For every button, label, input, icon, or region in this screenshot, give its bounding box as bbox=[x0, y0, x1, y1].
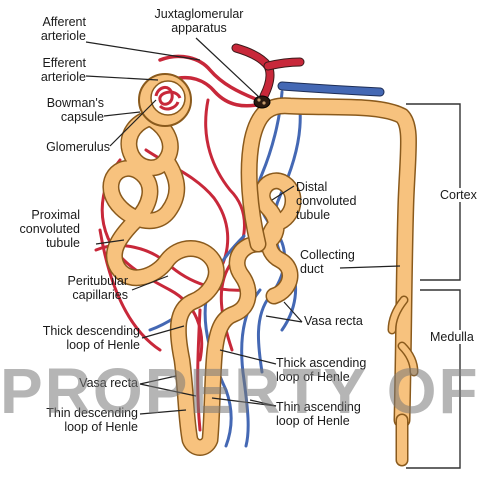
efferent-arteriole-text: Efferent arteriole bbox=[41, 56, 86, 84]
thick-descending-loop-text: Thick descending loop of Henle bbox=[43, 324, 140, 352]
label-medulla: Medulla bbox=[430, 330, 481, 344]
label-thick-descending-loop: Thick descending loop of Henle bbox=[0, 324, 140, 352]
label-peritubular-capillaries: Peritubular capillaries bbox=[0, 274, 128, 302]
label-distal-convoluted-tubule: Distal convoluted tubule bbox=[296, 180, 376, 222]
label-juxtaglomerular-apparatus: Juxtaglomerular apparatus bbox=[142, 7, 256, 35]
label-collecting-duct: Collecting duct bbox=[300, 248, 380, 276]
cortex-text: Cortex bbox=[440, 188, 477, 202]
medulla-text: Medulla bbox=[430, 330, 474, 344]
watermark: PROPERTY OF ME bbox=[0, 356, 481, 426]
bowmans-capsule-shape bbox=[139, 74, 191, 126]
label-bowmans-capsule: Bowman's capsule bbox=[8, 96, 104, 124]
glomerulus-text: Glomerulus bbox=[46, 140, 110, 154]
collecting-duct-text: Collecting duct bbox=[300, 248, 355, 276]
watermark-text: PROPERTY OF ME bbox=[0, 356, 481, 426]
label-vasa-recta-right: Vasa recta bbox=[304, 314, 394, 328]
vasa-recta-right-text: Vasa recta bbox=[304, 314, 363, 328]
distal-convoluted-tubule-text: Distal convoluted tubule bbox=[296, 180, 356, 222]
juxtaglomerular-apparatus-text: Juxtaglomerular apparatus bbox=[155, 7, 244, 35]
label-afferent-arteriole: Afferent arteriole bbox=[8, 15, 86, 43]
label-glomerulus: Glomerulus bbox=[8, 140, 110, 154]
label-cortex: Cortex bbox=[440, 188, 481, 202]
peritubular-capillaries-text: Peritubular capillaries bbox=[68, 274, 128, 302]
juxtaglomerular-apparatus-shape bbox=[254, 96, 270, 108]
label-proximal-convoluted-tubule: Proximal convoluted tubule bbox=[0, 208, 80, 250]
proximal-convoluted-tubule-text: Proximal convoluted tubule bbox=[20, 208, 80, 250]
label-efferent-arteriole: Efferent arteriole bbox=[8, 56, 86, 84]
afferent-arteriole-text: Afferent arteriole bbox=[41, 15, 86, 43]
bowmans-capsule-text: Bowman's capsule bbox=[47, 96, 104, 124]
